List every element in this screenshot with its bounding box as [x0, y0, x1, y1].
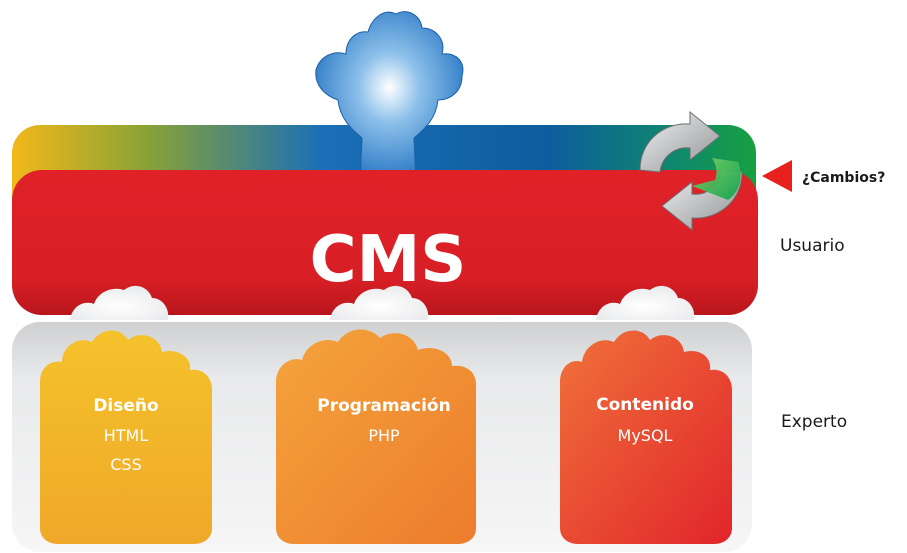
content-title: Contenido	[596, 395, 694, 415]
refresh-arrows-icon	[639, 110, 743, 232]
cloud-fountain-icon	[315, 11, 464, 181]
role-user-label: Usuario	[780, 236, 845, 256]
content-tech-mysql: MySQL	[618, 426, 673, 445]
cloud-connectors	[70, 285, 695, 320]
design-box: Diseño HTML CSS	[40, 330, 212, 544]
changes-marker-icon	[762, 160, 792, 192]
design-tech-css: CSS	[110, 455, 141, 474]
cms-title: CMS	[310, 223, 467, 297]
content-box: Contenido MySQL	[560, 330, 732, 544]
programming-title: Programación	[317, 396, 450, 416]
design-tech-html: HTML	[104, 426, 149, 445]
programming-tech-php: PHP	[368, 426, 400, 445]
cms-band	[12, 170, 758, 315]
design-title: Diseño	[93, 396, 158, 416]
changes-label: ¿Cambios?	[802, 170, 885, 186]
programming-box: Programación PHP	[276, 329, 476, 544]
role-expert-label: Experto	[781, 412, 847, 432]
